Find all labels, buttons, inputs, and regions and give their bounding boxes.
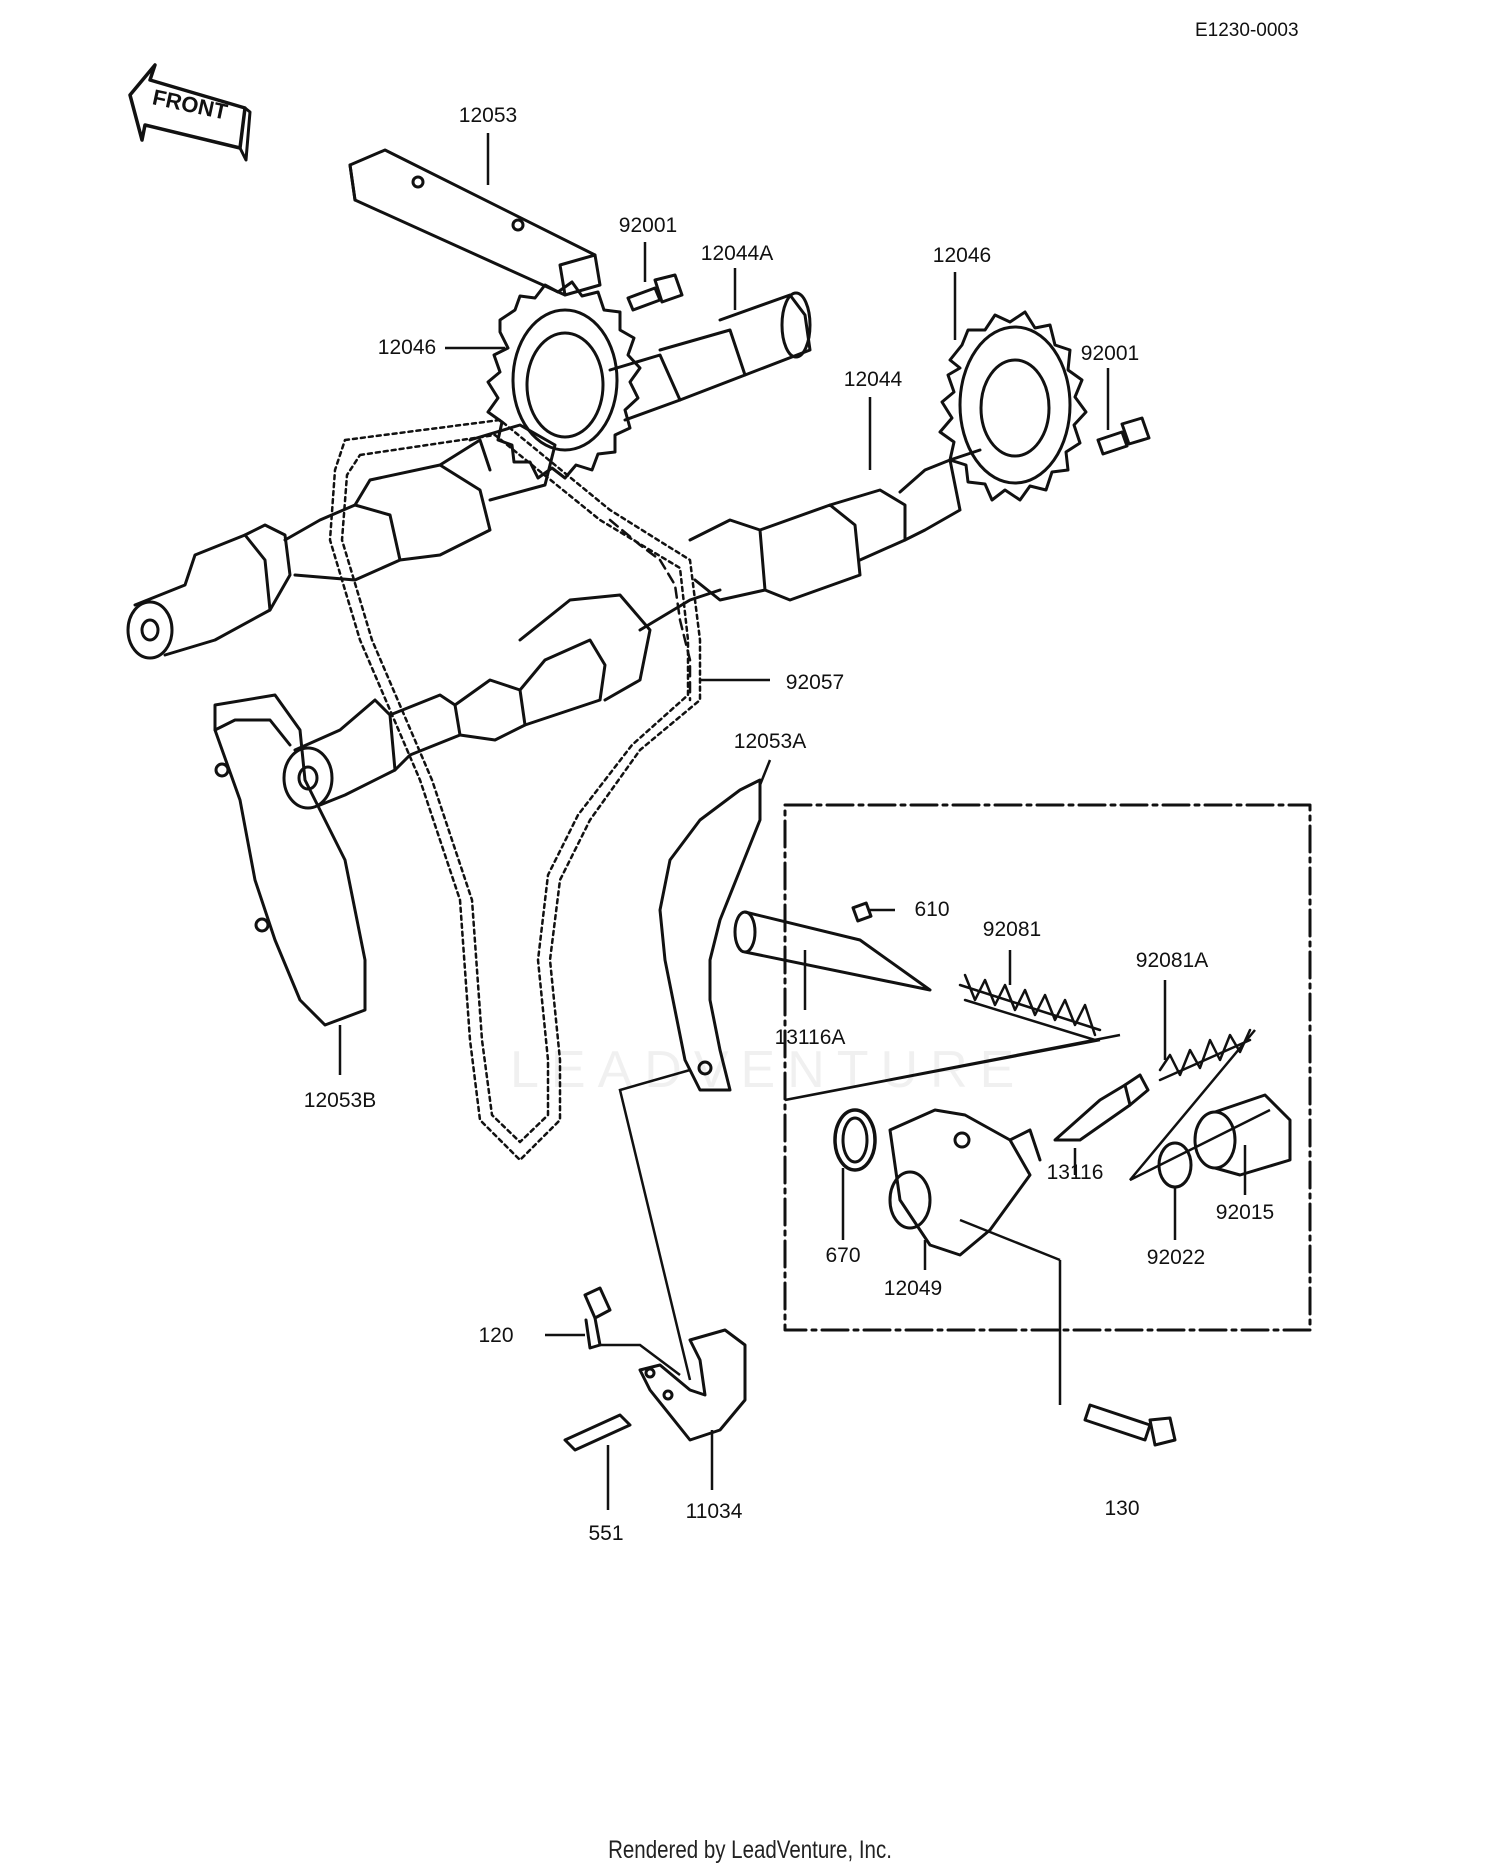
part-label-12053A: 12053A	[733, 730, 807, 753]
tensioner-body-12049	[888, 1108, 1042, 1257]
part-label-92001-left: 92001	[618, 214, 678, 237]
front-arrow-icon	[128, 63, 252, 162]
part-label-13116: 13116	[1046, 1161, 1104, 1184]
part-label-12044A: 12044A	[700, 242, 774, 265]
part-label-92057: 92057	[785, 671, 845, 694]
part-label-670: 670	[825, 1244, 861, 1267]
tensioner-blade-12053A	[658, 778, 762, 1092]
spring-92081	[958, 973, 1102, 1042]
part-label-92015: 92015	[1215, 1201, 1275, 1224]
plunger-13116	[1053, 1073, 1150, 1142]
top-chain-guide	[348, 148, 602, 297]
rod-13116A	[733, 910, 932, 992]
chain-guide-12053B	[213, 693, 367, 1027]
part-label-92081A: 92081A	[1135, 949, 1209, 972]
pin-610	[851, 901, 873, 923]
part-label-130: 130	[1104, 1497, 1140, 1520]
camshaft-12044A	[608, 291, 812, 422]
ring-92022	[1157, 1141, 1193, 1189]
part-label-12044: 12044	[843, 368, 903, 391]
camshaft-front-left	[126, 423, 557, 660]
part-label-610: 610	[914, 898, 950, 921]
bolt-130	[1083, 1403, 1177, 1447]
part-label-120: 120	[478, 1324, 514, 1347]
part-label-92022: 92022	[1146, 1246, 1206, 1269]
chain-links	[608, 518, 692, 702]
part-label-92081: 92081	[982, 918, 1042, 941]
part-label-92001-right: 92001	[1080, 342, 1140, 365]
camshaft-lower	[282, 588, 722, 810]
part-label-12053: 12053	[458, 104, 518, 127]
sprocket-left	[486, 280, 642, 480]
part-label-12046-right: 12046	[932, 244, 992, 267]
tensioner-inset-box	[783, 803, 1312, 1332]
part-label-551: 551	[588, 1522, 624, 1545]
pin-551	[563, 1413, 632, 1452]
bolt-92001-left	[626, 273, 684, 312]
diagram-code: E1230-0003	[1195, 20, 1299, 41]
part-label-11034: 11034	[685, 1500, 743, 1523]
footer-credit: Rendered by LeadVenture, Inc.	[608, 1836, 892, 1864]
part-label-13116A: 13116A	[774, 1026, 846, 1049]
spring-92081A	[1158, 1028, 1252, 1082]
bolt-120	[583, 1286, 612, 1350]
bracket-11034	[638, 1328, 747, 1442]
part-label-12046-left: 12046	[377, 336, 437, 359]
leader-lines	[338, 133, 1271, 1510]
oring-670	[833, 1108, 877, 1172]
sprocket-right	[938, 310, 1088, 502]
bolt-92001-right	[1096, 416, 1151, 456]
cap-92015	[1193, 1093, 1292, 1177]
part-label-12053B: 12053B	[303, 1089, 377, 1112]
part-label-12049: 12049	[883, 1277, 943, 1300]
watermark: LEADVENTURE	[510, 1041, 1027, 1099]
camshaft-12044	[688, 448, 982, 602]
cam-chain	[328, 418, 702, 1162]
